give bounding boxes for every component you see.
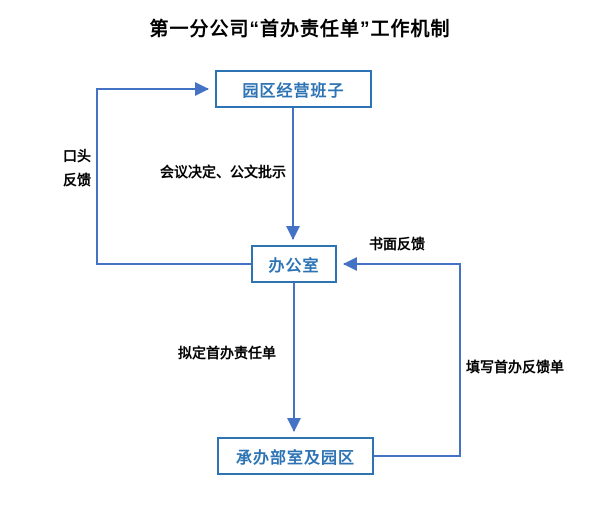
node-departments-and-parks-label: 承办部室及园区 [235, 450, 355, 467]
diagram-title: 第一分公司“首办责任单”工作机制 [149, 19, 451, 40]
edge-label-verbal-feedback-line2: 反馈 [63, 172, 91, 188]
node-office: 办公室 [251, 245, 337, 283]
edge-label-fill-feedback-sheet: 填写首办反馈单 [466, 359, 564, 375]
edge-label-verbal-feedback: 口头 反馈 [52, 144, 102, 192]
node-office-label: 办公室 [268, 258, 320, 275]
arrow-office-to-management-feedback [96, 82, 251, 265]
edge-label-verbal-feedback-line1: 口头 [63, 148, 91, 164]
edge-label-meeting-decision: 会议决定、公文批示 [160, 164, 286, 180]
arrow-departments-to-office-feedback [343, 257, 461, 457]
node-park-management-team-label: 园区经营班子 [242, 83, 345, 100]
node-departments-and-parks: 承办部室及园区 [217, 437, 374, 475]
node-park-management-team: 园区经营班子 [215, 70, 372, 108]
edge-label-draft-responsibility-sheet: 拟定首办责任单 [178, 345, 276, 361]
edge-label-written-feedback: 书面反馈 [369, 236, 425, 252]
